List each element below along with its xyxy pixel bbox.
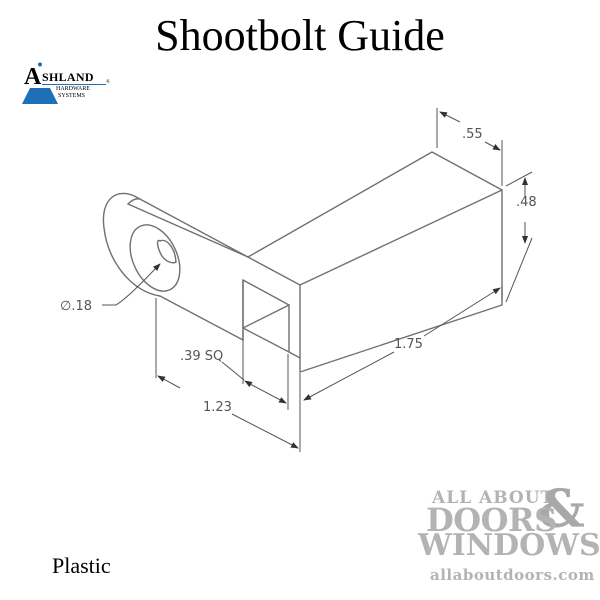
dimension-height: .48 (516, 195, 537, 210)
logo-name: SHLAND (42, 70, 94, 84)
watermark-url: allaboutdoors.com (430, 566, 595, 584)
dimension-hole-diameter: ∅.18 (60, 299, 92, 314)
logo-underline (42, 84, 106, 85)
dimension-square-hole: .39 SQ (180, 349, 223, 364)
logo-initial: A (24, 64, 42, 90)
watermark-ampersand: & (538, 479, 585, 540)
logo-registered-mark: ® (106, 80, 110, 85)
dimension-flange-length: 1.23 (203, 400, 232, 415)
logo-subtitle-hardware: HARDWARE (56, 86, 90, 92)
logo-subtitle-systems: SYSTEMS (58, 93, 86, 99)
dimension-lines (102, 108, 533, 452)
part-outline (102, 151, 503, 373)
logo-triangle-icon (22, 62, 58, 104)
material-label: Plastic (52, 553, 111, 578)
dimension-width: .55 (462, 127, 483, 142)
watermark-line1: ALL ABOUT (432, 488, 555, 508)
watermark-line3: WINDOWS (418, 528, 600, 563)
watermark-line2: DOORS (426, 501, 557, 539)
page-title: Shootbolt Guide (155, 11, 445, 60)
dimension-body-length: 1.75 (394, 337, 423, 352)
ashland-logo: A SHLAND ® HARDWARE SYSTEMS (20, 62, 112, 106)
